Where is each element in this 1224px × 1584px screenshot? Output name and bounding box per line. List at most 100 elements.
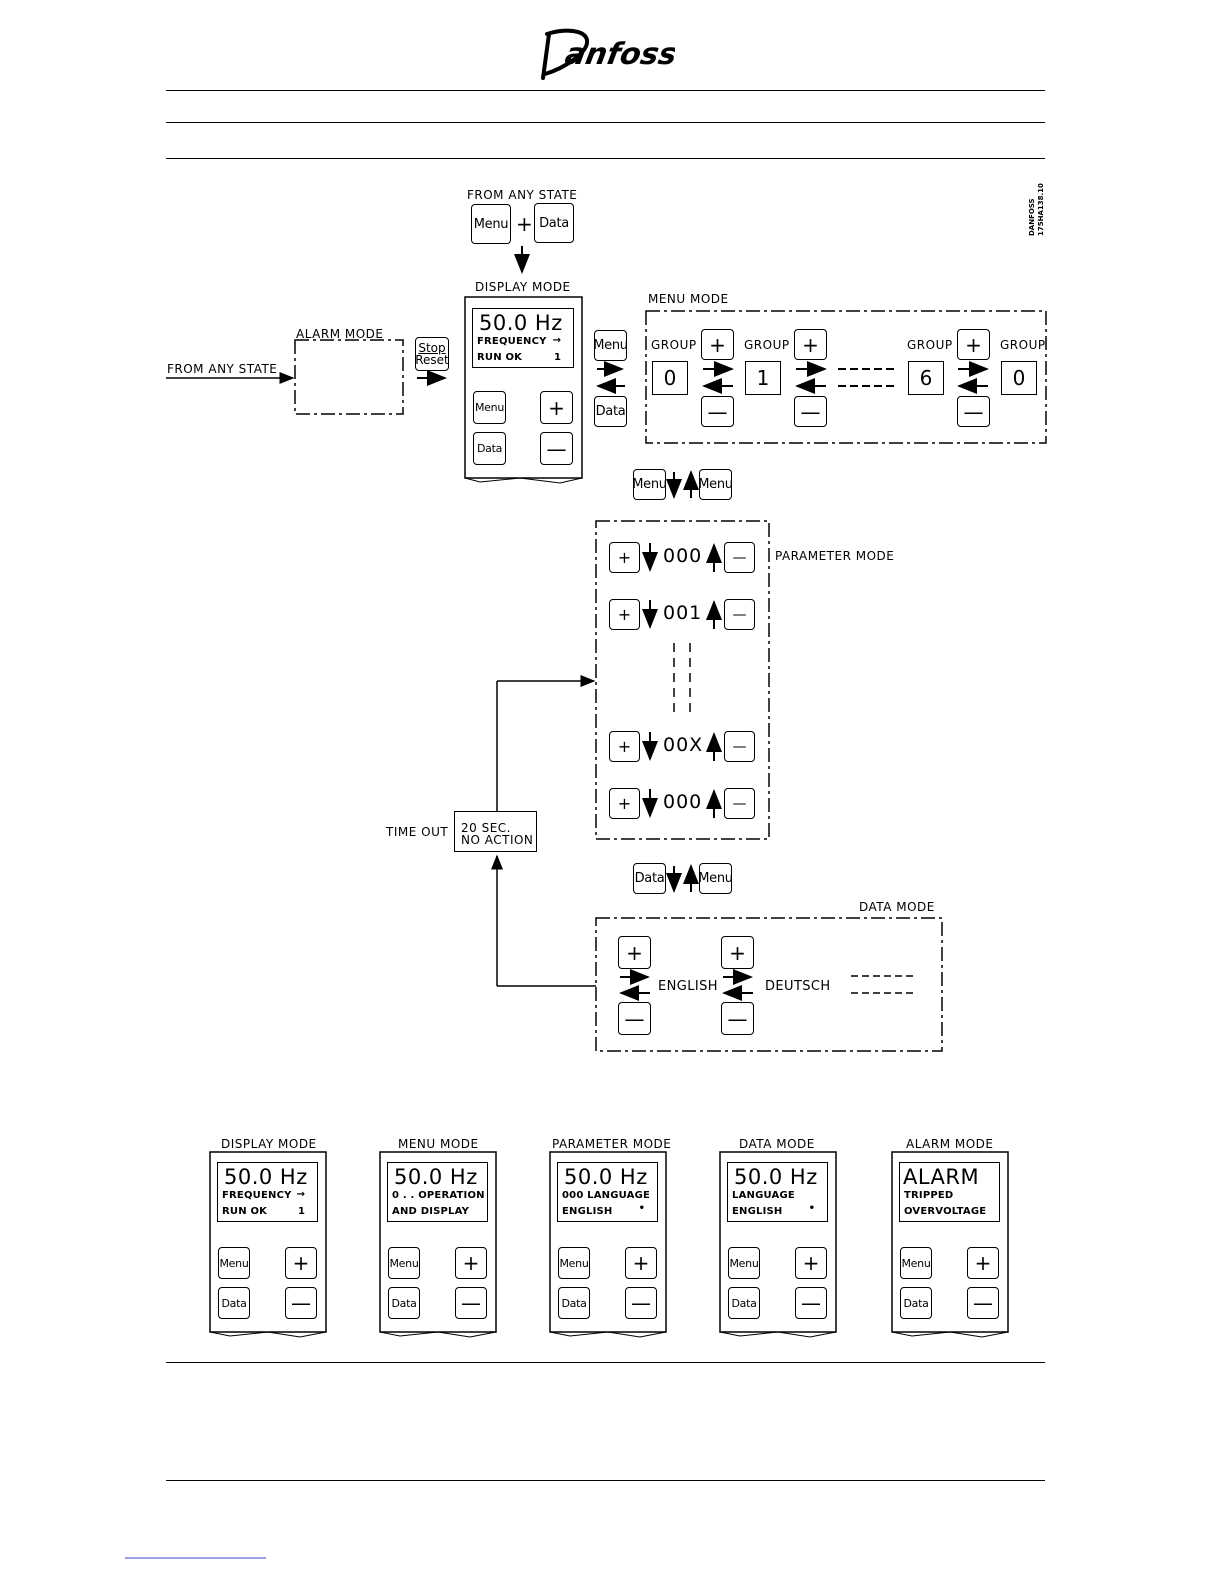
- data-deutsch-plus-key[interactable]: +: [721, 936, 754, 969]
- data-exit-menu-key[interactable]: Menu: [698, 863, 733, 894]
- panel-menu-plus-key[interactable]: +: [455, 1247, 487, 1279]
- group0-minus-key[interactable]: —: [701, 396, 734, 427]
- header-rule-3: [166, 158, 1045, 159]
- panel-parameter-title: PARAMETER MODE: [552, 1137, 672, 1151]
- top-data-key[interactable]: Data: [534, 203, 574, 243]
- menu-mode-title: MENU MODE: [648, 292, 729, 306]
- panel-data-plus-key[interactable]: +: [795, 1247, 827, 1279]
- group1-minus-key[interactable]: —: [794, 396, 827, 427]
- display-plus-key[interactable]: +: [540, 391, 573, 424]
- display-mode-title: DISPLAY MODE: [475, 280, 571, 294]
- param-row3-plus-key[interactable]: +: [609, 788, 640, 819]
- group-label-6: GROUP: [907, 338, 953, 352]
- data-enter-data-key[interactable]: Data: [633, 863, 666, 894]
- data-lang-deutsch: DEUTSCH: [765, 979, 831, 994]
- param-row0-plus-key[interactable]: +: [609, 542, 640, 573]
- param-row1-plus-key[interactable]: +: [609, 599, 640, 630]
- param-row1-code: 001: [663, 602, 703, 624]
- panel-display-line3: RUN OK: [222, 1206, 268, 1217]
- panel-menu-menu-key[interactable]: Menu: [388, 1247, 420, 1279]
- panel-alarm-line3: OVERVOLTAGE: [904, 1206, 987, 1217]
- display-minus-key[interactable]: —: [540, 432, 573, 465]
- param-row2-plus-key[interactable]: +: [609, 731, 640, 762]
- data-english-plus-key[interactable]: +: [618, 936, 651, 969]
- panel-parameter-line3-right: •: [638, 1203, 645, 1214]
- panel-data-line3-right: •: [808, 1203, 815, 1214]
- stop-label: Stop: [418, 341, 446, 355]
- group-label-last: GROUP: [1000, 338, 1046, 352]
- alarm-mode-title: ALARM MODE: [296, 327, 384, 341]
- panel-display-title: DISPLAY MODE: [221, 1137, 317, 1151]
- footer-rule-2: [166, 1480, 1045, 1481]
- danfoss-logo: anfoss: [541, 28, 675, 80]
- stop-reset-key[interactable]: Stop Reset: [415, 337, 449, 371]
- group6-plus-key[interactable]: +: [957, 329, 990, 360]
- panel-display-lcd: 50.0 Hz FREQUENCY → RUN OK 1: [217, 1162, 318, 1222]
- panel-alarm-lcd: ALARM TRIPPED OVERVOLTAGE: [899, 1162, 1000, 1222]
- lcd-line1: 50.0 Hz: [479, 311, 563, 335]
- group1-plus-key[interactable]: +: [794, 329, 827, 360]
- panel-display-line2: FREQUENCY: [222, 1190, 292, 1201]
- panel-display-line3-right: 1: [298, 1206, 305, 1217]
- param-row0-code: 000: [663, 545, 703, 567]
- param-row0-minus-key[interactable]: —: [724, 542, 755, 573]
- timeout-label: TIME OUT: [386, 825, 449, 839]
- display-data-key[interactable]: Data: [473, 432, 506, 465]
- panel-parameter-data-key[interactable]: Data: [558, 1287, 590, 1319]
- panel-display-data-key[interactable]: Data: [218, 1287, 250, 1319]
- param-enter-menu-key[interactable]: Menu: [632, 469, 667, 500]
- group0-plus-key[interactable]: +: [701, 329, 734, 360]
- alarm-from-any-state: FROM ANY STATE: [167, 362, 278, 376]
- param-row3-minus-key[interactable]: —: [724, 788, 755, 819]
- panel-parameter-minus-key[interactable]: —: [625, 1287, 657, 1319]
- param-row2-minus-key[interactable]: —: [724, 731, 755, 762]
- panel-menu-line2: 0 . . OPERATION: [392, 1190, 485, 1201]
- group6-minus-key[interactable]: —: [957, 396, 990, 427]
- data-deutsch-minus-key[interactable]: —: [721, 1002, 754, 1035]
- display-mode-lcd: 50.0 Hz FREQUENCY → RUN OK 1: [472, 308, 574, 368]
- display-menu-key[interactable]: Menu: [473, 391, 506, 424]
- top-menu-key[interactable]: Menu: [471, 204, 511, 244]
- panel-data-menu-key[interactable]: Menu: [728, 1247, 760, 1279]
- panel-alarm-menu-key[interactable]: Menu: [900, 1247, 932, 1279]
- panel-menu-minus-key[interactable]: —: [455, 1287, 487, 1319]
- top-from-any-state: FROM ANY STATE: [467, 188, 578, 202]
- panel-alarm-minus-key[interactable]: —: [967, 1287, 999, 1319]
- panel-display-line2-right: →: [296, 1189, 305, 1200]
- lcd-line2-arrow: →: [552, 335, 561, 346]
- group-value-last: 0: [1001, 361, 1037, 395]
- panel-menu-title: MENU MODE: [398, 1137, 479, 1151]
- panel-parameter-line3: ENGLISH: [562, 1206, 613, 1217]
- panel-parameter-menu-key[interactable]: Menu: [558, 1247, 590, 1279]
- panel-alarm-data-key[interactable]: Data: [900, 1287, 932, 1319]
- panel-data-minus-key[interactable]: —: [795, 1287, 827, 1319]
- panel-alarm-line2: TRIPPED: [904, 1190, 954, 1201]
- data-english-minus-key[interactable]: —: [618, 1002, 651, 1035]
- panel-parameter-line2: 000 LANGUAGE: [562, 1190, 651, 1201]
- group-value-0: 0: [652, 361, 688, 395]
- panel-alarm-line1: ALARM: [903, 1165, 980, 1189]
- panel-data-data-key[interactable]: Data: [728, 1287, 760, 1319]
- panel-alarm-plus-key[interactable]: +: [967, 1247, 999, 1279]
- param-row3-code: 000: [663, 791, 703, 813]
- param-row1-minus-key[interactable]: —: [724, 599, 755, 630]
- header-rule-2: [166, 122, 1045, 123]
- data-lang-english: ENGLISH: [658, 979, 718, 994]
- panel-menu-data-key[interactable]: Data: [388, 1287, 420, 1319]
- panel-parameter-plus-key[interactable]: +: [625, 1247, 657, 1279]
- panel-menu-line3: AND DISPLAY: [392, 1206, 470, 1217]
- menu-mode-data-key[interactable]: Data: [594, 396, 627, 427]
- panel-display-menu-key[interactable]: Menu: [218, 1247, 250, 1279]
- panel-alarm-title: ALARM MODE: [906, 1137, 994, 1151]
- panel-display-minus-key[interactable]: —: [285, 1287, 317, 1319]
- param-exit-menu-key[interactable]: Menu: [698, 469, 733, 500]
- panel-display-plus-key[interactable]: +: [285, 1247, 317, 1279]
- panel-data-lcd: 50.0 Hz LANGUAGE ENGLISH •: [727, 1162, 828, 1222]
- menu-mode-menu-key[interactable]: Menu: [593, 330, 628, 361]
- footer-rule-1: [166, 1362, 1045, 1363]
- parameter-mode-title: PARAMETER MODE: [775, 549, 895, 563]
- panel-parameter-line1: 50.0 Hz: [564, 1165, 648, 1189]
- header-rule-1: [166, 90, 1045, 91]
- group-label-1: GROUP: [744, 338, 790, 352]
- panel-menu-lcd: 50.0 Hz 0 . . OPERATION AND DISPLAY: [387, 1162, 488, 1222]
